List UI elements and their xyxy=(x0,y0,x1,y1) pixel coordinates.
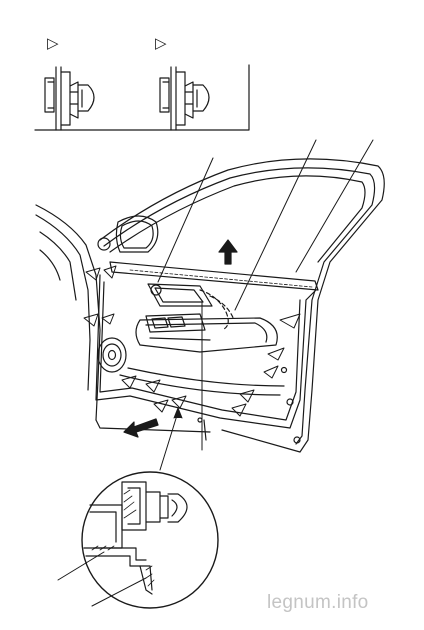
leader-lines-bottom xyxy=(57,551,147,607)
up-arrow-icon xyxy=(218,239,238,265)
clip-detail-right xyxy=(159,66,210,131)
clip-marker-right: ▷ xyxy=(155,34,167,52)
car-body-outline xyxy=(35,158,385,453)
detail-leader xyxy=(159,301,203,471)
watermark-text: legnum.info xyxy=(267,592,369,613)
clip-location-markers xyxy=(83,265,301,417)
clip-marker-left: ▷ xyxy=(47,34,59,52)
direction-arrow-icon xyxy=(123,418,159,438)
clip-detail-inset xyxy=(34,64,250,131)
leader-lines-top xyxy=(157,139,374,311)
clip-magnified-detail xyxy=(81,471,219,609)
clip-detail-left xyxy=(44,66,95,131)
